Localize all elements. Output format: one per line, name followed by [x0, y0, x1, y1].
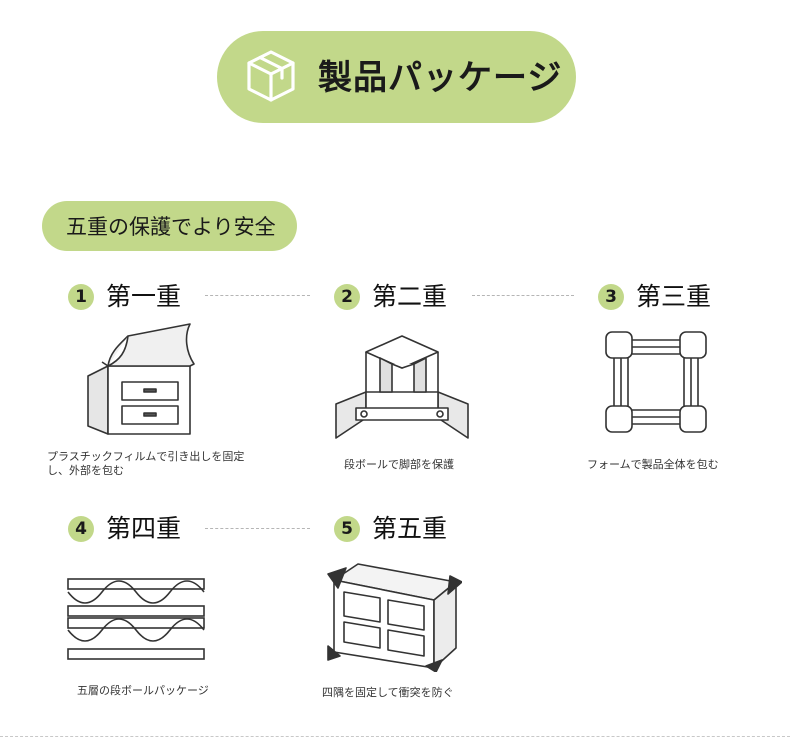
- divider: [205, 528, 310, 529]
- layer-5-caption: 四隅を固定して衝突を防ぐ: [322, 686, 454, 699]
- section-title: 五重の保護でより安全: [66, 215, 276, 239]
- layer-1-number: 1: [68, 284, 94, 310]
- layer-5-number: 5: [334, 516, 360, 542]
- divider: [472, 295, 574, 296]
- layer-4-caption: 五層の段ボールパッケージ: [77, 684, 209, 697]
- layer-2-number: 2: [334, 284, 360, 310]
- layer-4-title: 第四重: [106, 514, 182, 543]
- foam-frame-icon: [604, 330, 708, 434]
- film-wrapped-nightstand-icon: [80, 322, 200, 442]
- layer-5-title: 第五重: [372, 514, 448, 543]
- layer-4-number: 4: [68, 516, 94, 542]
- layer-2-caption: 段ボールで脚部を保護: [344, 458, 454, 471]
- layer-3-title: 第三重: [636, 282, 712, 311]
- cardboard-leg-protector-icon: [334, 330, 470, 442]
- corner-protected-box-icon: [322, 560, 462, 672]
- layer-2-title: 第二重: [372, 282, 448, 311]
- layer-3-caption: フォームで製品全体を包む: [587, 458, 719, 471]
- box-icon: [244, 48, 298, 104]
- layer-3-number: 3: [598, 284, 624, 310]
- page-title: 製品パッケージ: [318, 58, 563, 98]
- footer-divider: [0, 736, 790, 737]
- header-banner: [217, 31, 576, 123]
- layer-1-title: 第一重: [106, 282, 182, 311]
- layer-1-caption: プラスチックフィルムで引き出しを固定し、外部を包む: [47, 450, 245, 477]
- section-banner: [42, 201, 297, 251]
- divider: [205, 295, 310, 296]
- corrugated-cardboard-icon: [67, 578, 205, 662]
